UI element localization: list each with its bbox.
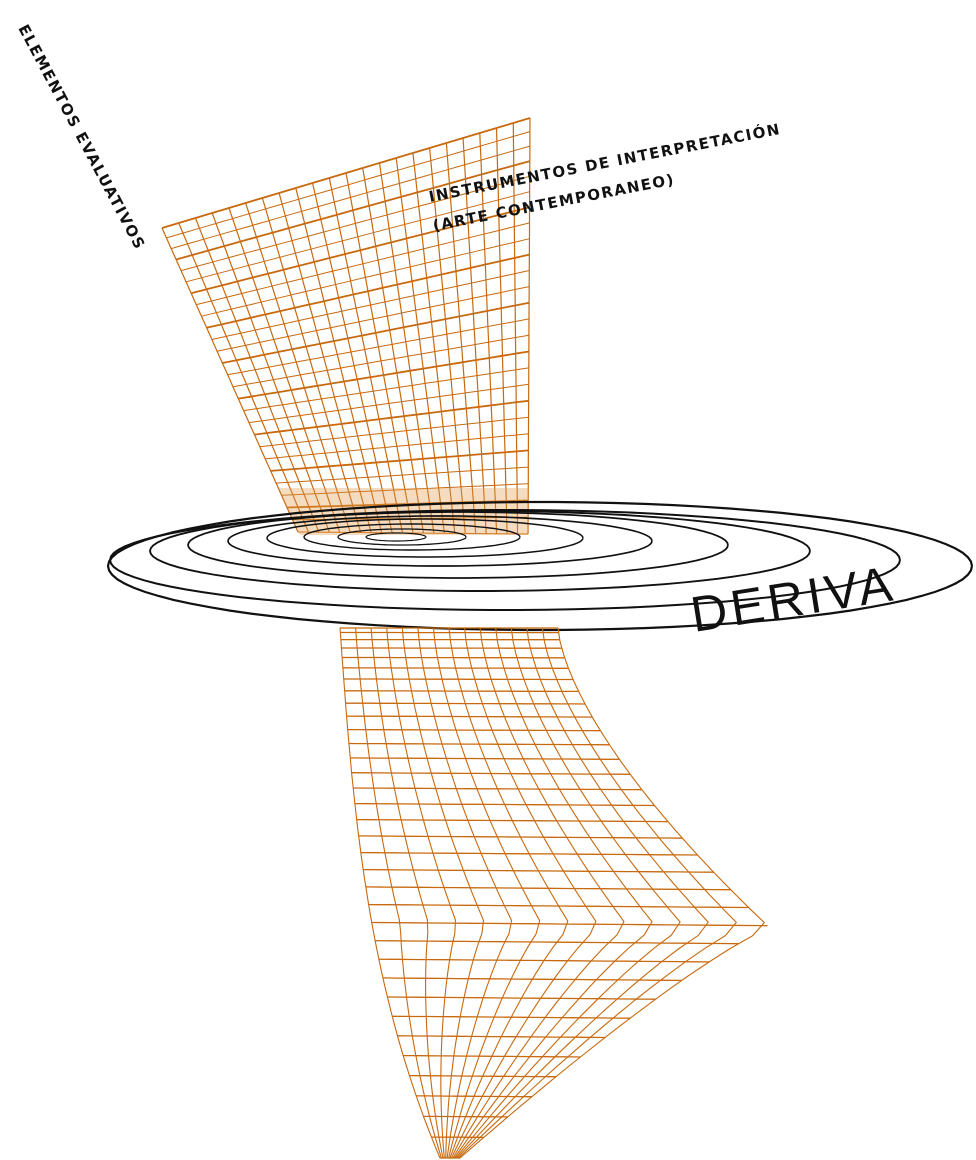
label-deriva: DERIVA <box>687 555 900 643</box>
upper-grid-vline <box>413 153 455 533</box>
lower-grid-vline <box>433 628 539 1158</box>
lower-grid-hline <box>403 1056 580 1057</box>
upper-grid-vline <box>430 148 466 534</box>
upper-grid-hline <box>238 352 529 399</box>
lower-grid-hline <box>343 668 569 669</box>
lower-grid-vline <box>456 628 680 1158</box>
upper-grid-hline <box>217 287 529 352</box>
lower-grid-vline <box>459 628 737 1158</box>
upper-grid-hline <box>228 319 529 375</box>
lower-grid-hline <box>424 1116 508 1117</box>
lower-grid-vline <box>387 628 456 1158</box>
upper-grid-hline <box>171 146 530 249</box>
upper-grid-vline <box>329 178 402 533</box>
upper-grid-hline <box>260 417 529 446</box>
lower-grid-hline <box>349 744 610 745</box>
lower-grid-hline <box>345 691 579 692</box>
upper-grid-vline <box>363 168 424 533</box>
lower-grid-hline <box>350 758 619 759</box>
lower-grid-hline <box>348 730 601 731</box>
lower-grid-vline <box>451 628 596 1158</box>
upper-grid-hline <box>254 401 528 435</box>
lower-grid-vline <box>449 628 568 1158</box>
lower-grid-hline <box>398 1036 606 1038</box>
lower-grid-hline <box>409 1076 556 1077</box>
lower-grid-vline <box>460 628 764 1158</box>
lower-grid-vline <box>340 628 440 1158</box>
upper-grid-hline <box>207 255 530 328</box>
lower-grid-vline <box>418 628 512 1158</box>
label-elementos-evaluativos: ELEMENTOS EVALUATIVOS <box>14 21 149 253</box>
lower-grid-hline <box>353 788 642 790</box>
upper-grid-hline <box>276 467 528 483</box>
upper-grid-hline <box>271 450 529 471</box>
upper-grid-hline <box>212 271 529 340</box>
upper-grid-vline <box>229 208 340 532</box>
lower-grid-hline <box>352 773 631 775</box>
lower-grid-vline <box>356 628 442 1158</box>
lower-grid-hline <box>344 679 573 680</box>
lower-grid-vline <box>457 628 708 1158</box>
lower-grid-vline <box>453 628 624 1158</box>
lower-warped-grid <box>340 628 768 1158</box>
upper-grid-hline <box>265 434 528 459</box>
upper-grid-vline <box>179 223 309 532</box>
lower-grid-hline <box>416 1096 532 1097</box>
upper-grid-hline <box>233 335 529 387</box>
upper-grid-vline <box>396 158 444 533</box>
lower-grid-hline <box>346 703 585 704</box>
upper-grid-hline <box>222 303 529 363</box>
lower-grid-hline <box>347 716 593 717</box>
upper-grid-vline <box>162 228 298 532</box>
